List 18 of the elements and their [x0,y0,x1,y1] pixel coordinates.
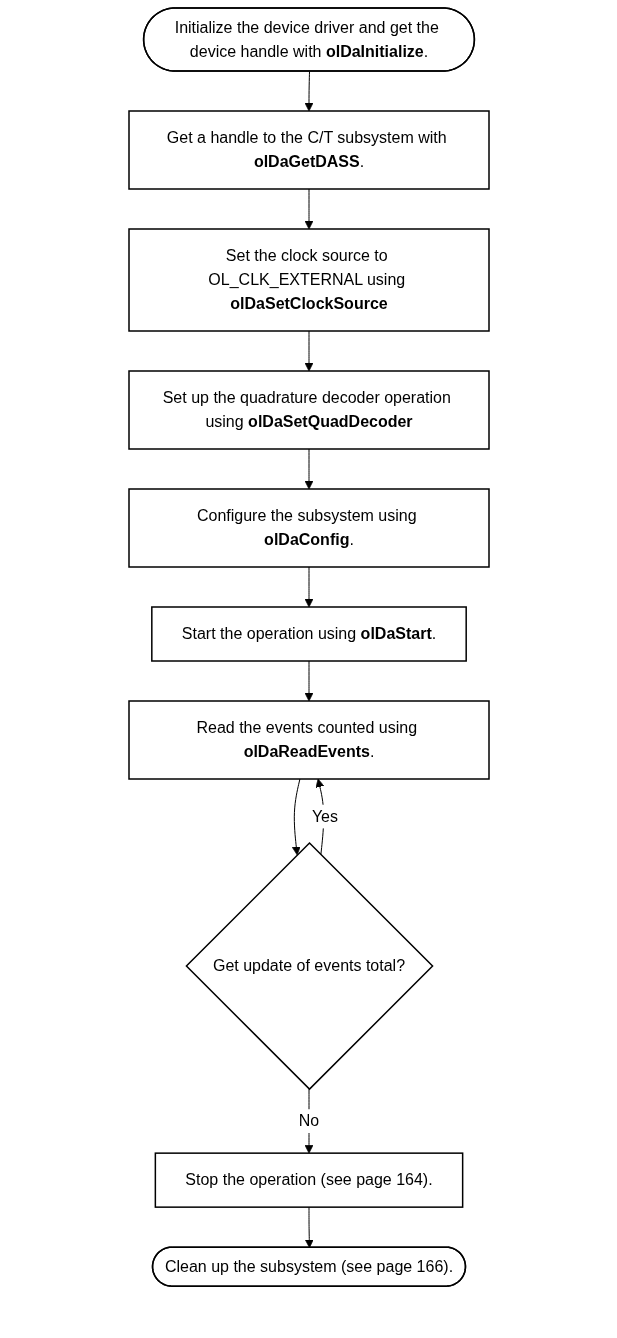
arrow [304,1206,314,1249]
arrow [304,566,313,608]
node-box: Configure the subsystem using olDaConfig. [127,488,490,568]
node-box: Stop the operation (see page 164). [154,1152,463,1208]
node-box: Set the clock source to OL_CLK_EXTERNAL using olDaSetClockSource [127,228,490,332]
edge-label: No [298,1112,319,1130]
arrow [291,778,301,856]
arrow [304,188,313,230]
arrow [304,448,313,490]
arrow [304,330,313,372]
node-box: Read the events counted using olDaReadEvents. [127,700,490,780]
node-box: Set up the quadrature decoder operation using olDaSetQuadDecoder [127,370,490,450]
node-box: Start the operation using olDaStart. [150,606,467,662]
node-diamond: Get update of events total? [184,841,434,1091]
arrow [304,660,313,702]
edge-label: Yes [311,807,338,825]
node-box: Get a handle to the C/T subsystem with olDaGetDASS. [127,110,490,190]
arrow [304,71,313,112]
